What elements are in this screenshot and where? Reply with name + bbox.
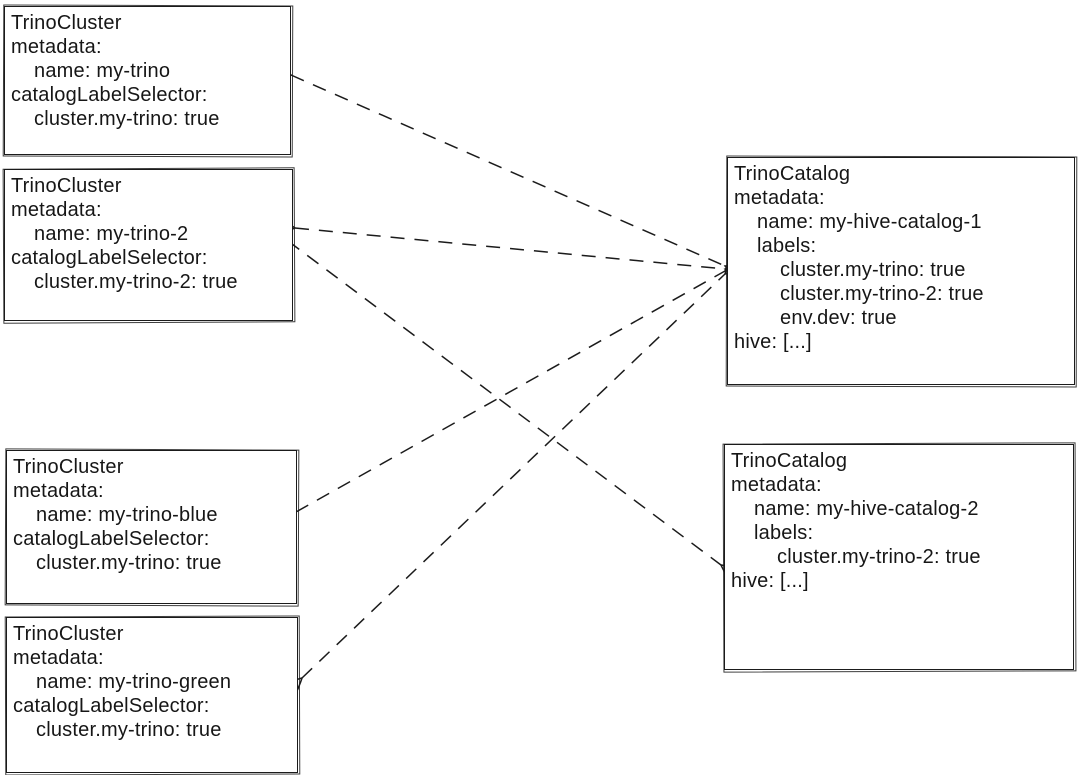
node-trinocatalog-my-hive-catalog-2: TrinoCatalog metadata: name: my-hive-cat… — [724, 444, 1074, 670]
node-trinocluster-my-trino: TrinoCluster metadata: name: my-trino ca… — [4, 6, 291, 155]
node-line: hive: [...] — [734, 331, 812, 353]
node-line: env.dev: true — [780, 307, 897, 329]
node-line: labels: — [754, 522, 814, 544]
node-line: metadata: — [731, 474, 822, 496]
node-kind: TrinoCluster — [13, 623, 124, 645]
node-line: catalogLabelSelector: — [13, 528, 210, 550]
edge-catalog1-to-my-trino-2 — [282, 220, 738, 277]
node-line: name: my-trino-blue — [36, 504, 218, 526]
node-line: metadata: — [13, 647, 104, 669]
node-kind: TrinoCluster — [13, 456, 124, 478]
node-line: cluster.my-trino: true — [780, 259, 966, 281]
node-line: name: my-trino — [34, 60, 171, 82]
node-line: cluster.my-trino: true — [36, 719, 222, 741]
edge-catalog2-to-my-trino-2 — [275, 229, 734, 577]
node-line: cluster.my-trino-2: true — [780, 283, 984, 305]
edge-catalog1-to-my-trino — [278, 64, 738, 277]
node-line: catalogLabelSelector: — [11, 84, 208, 106]
node-line: metadata: — [11, 199, 102, 221]
node-line: name: my-trino-2 — [34, 223, 189, 245]
node-kind: TrinoCluster — [11, 12, 122, 34]
node-trinocluster-my-trino-green: TrinoCluster metadata: name: my-trino-gr… — [6, 617, 298, 773]
node-line: cluster.my-trino: true — [36, 552, 222, 574]
node-line: metadata: — [11, 36, 102, 58]
node-line: name: my-trino-green — [36, 671, 232, 693]
node-kind: TrinoCatalog — [734, 163, 851, 185]
node-line: metadata: — [734, 187, 825, 209]
node-line: cluster.my-trino: true — [34, 108, 220, 130]
node-trinocluster-my-trino-2: TrinoCluster metadata: name: my-trino-2 … — [4, 169, 293, 321]
node-line: cluster.my-trino-2: true — [777, 546, 981, 568]
edge-catalog1-to-my-trino-blue — [283, 260, 738, 523]
node-line: labels: — [757, 235, 817, 257]
node-line: cluster.my-trino-2: true — [34, 271, 238, 293]
node-trinocatalog-my-hive-catalog-1: TrinoCatalog metadata: name: my-hive-cat… — [727, 157, 1075, 385]
node-trinocluster-my-trino-blue: TrinoCluster metadata: name: my-trino-bl… — [6, 450, 297, 604]
node-kind: TrinoCluster — [11, 175, 122, 197]
node-line: catalogLabelSelector: — [13, 695, 210, 717]
node-kind: TrinoCatalog — [731, 450, 848, 472]
node-line: metadata: — [13, 480, 104, 502]
edge-catalog1-to-my-trino-green — [289, 261, 738, 691]
node-line: catalogLabelSelector: — [11, 247, 208, 269]
node-line: name: my-hive-catalog-1 — [757, 211, 982, 233]
node-line: name: my-hive-catalog-2 — [754, 498, 979, 520]
node-line: hive: [...] — [731, 570, 809, 592]
